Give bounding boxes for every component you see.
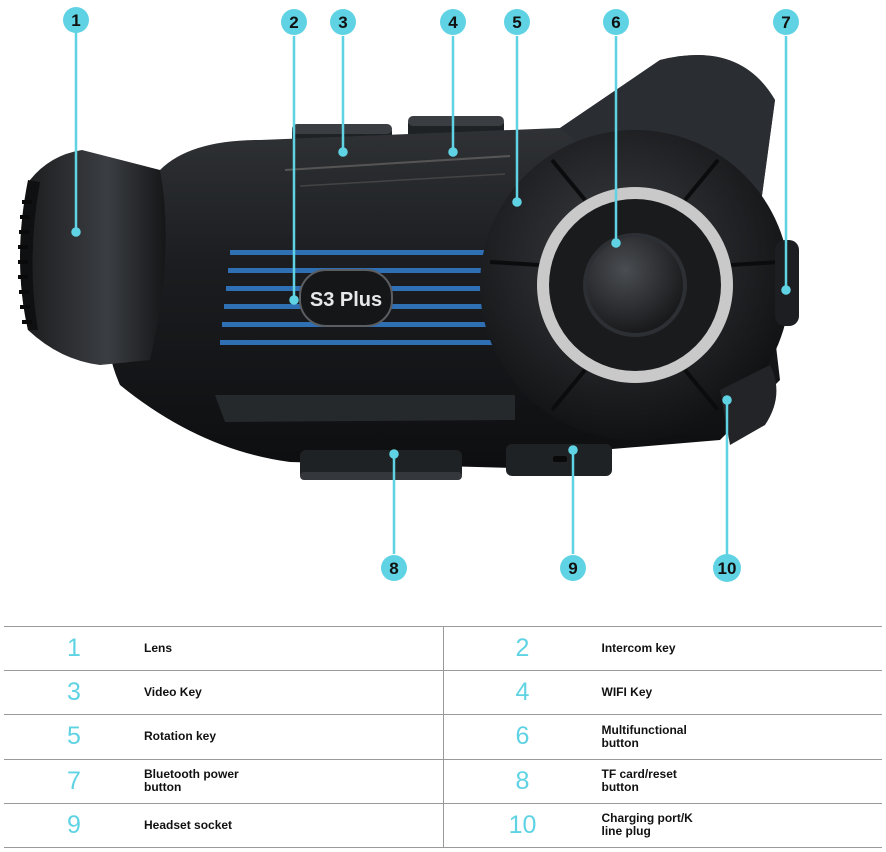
intercom-key[interactable]: S3 Plus	[299, 269, 393, 327]
legend-row: 7 Bluetooth power button 8 TF card/reset b…	[4, 758, 882, 804]
product-label: S3 Plus	[310, 289, 382, 311]
legend-label: Lens	[144, 641, 173, 656]
svg-text:4: 4	[448, 13, 458, 32]
callout-7: 7	[773, 9, 799, 35]
legend-label: WIFI Key	[601, 685, 653, 700]
legend-row: 5 Rotation key 6 Multifunctional button	[4, 714, 882, 760]
headset-socket[interactable]	[506, 444, 612, 476]
legend-label: Multifunctional button	[601, 722, 687, 750]
svg-text:2: 2	[289, 13, 298, 32]
legend-label: Headset socket	[144, 817, 233, 832]
legend-cell: 1 Lens	[4, 625, 443, 672]
legend-label: Rotation key	[144, 729, 217, 744]
legend-label: Charging port/K line plug	[601, 811, 693, 839]
callout-6: 6	[603, 9, 629, 35]
legend-number: 4	[515, 678, 530, 707]
svg-text:10: 10	[718, 559, 737, 578]
callout-lines	[71, 32, 791, 554]
legend-cell: 8 TF card/reset button	[442, 758, 882, 804]
legend-cell: 10 Charging port/K line plug	[442, 802, 882, 849]
callout-1: 1	[63, 7, 89, 33]
callout-8: 8	[381, 555, 407, 581]
legend-cell: 5 Rotation key	[4, 714, 443, 760]
legend-number: 1	[67, 634, 81, 663]
multifunctional-button[interactable]	[537, 187, 733, 383]
legend-label: TF card/reset button	[601, 767, 677, 795]
svg-text:7: 7	[781, 13, 790, 32]
callout-badges: 1 2 3 4 5 6 7 8 9 10	[63, 7, 799, 582]
legend-label: Video Key	[144, 685, 202, 700]
svg-text:8: 8	[389, 559, 398, 578]
legend-number: 2	[515, 634, 530, 663]
device-diagram: S3 Plus	[18, 7, 799, 582]
legend-number: 7	[67, 766, 81, 795]
callout-2: 2	[281, 9, 307, 35]
callout-9: 9	[560, 555, 586, 581]
body-lower-panel	[215, 395, 515, 422]
svg-text:3: 3	[338, 13, 347, 32]
lens	[18, 150, 166, 365]
svg-text:6: 6	[611, 13, 620, 32]
svg-text:9: 9	[568, 559, 577, 578]
legend-label: Intercom key	[601, 641, 676, 656]
legend-label: Bluetooth power button	[144, 767, 239, 795]
legend-cell: 6 Multifunctional button	[442, 714, 882, 760]
legend-number: 3	[67, 678, 81, 707]
svg-text:5: 5	[512, 13, 521, 32]
legend-number: 10	[508, 810, 537, 839]
side-button-lower	[720, 365, 777, 445]
legend-row: 3 Video Key 4 WIFI Key	[4, 670, 882, 716]
legend-cell: 4 WIFI Key	[442, 670, 882, 716]
callout-10: 10	[713, 554, 741, 582]
body-groove-2	[299, 173, 506, 187]
legend-row: 9 Headset socket 10 Charging port/K line p…	[4, 802, 882, 849]
legend-cell: 2 Intercom key	[442, 625, 882, 672]
legend-number: 5	[67, 722, 81, 751]
body-groove	[284, 155, 511, 171]
legend-number: 6	[515, 722, 530, 751]
callout-3: 3	[330, 9, 356, 35]
legend-number: 8	[515, 766, 530, 795]
tf-card-reset-button[interactable]	[300, 450, 462, 480]
legend-table: 1 Lens 2 Intercom key 3 Video Key 4 WIFI Key…	[4, 625, 882, 849]
legend-cell: 7 Bluetooth power button	[4, 758, 443, 804]
callout-4: 4	[440, 9, 466, 35]
svg-text:1: 1	[71, 11, 80, 30]
legend-row: 1 Lens 2 Intercom key	[4, 625, 882, 672]
legend-cell: 3 Video Key	[4, 670, 443, 716]
callout-5: 5	[504, 9, 530, 35]
legend-cell: 9 Headset socket	[4, 802, 443, 849]
legend-number: 9	[67, 810, 81, 839]
